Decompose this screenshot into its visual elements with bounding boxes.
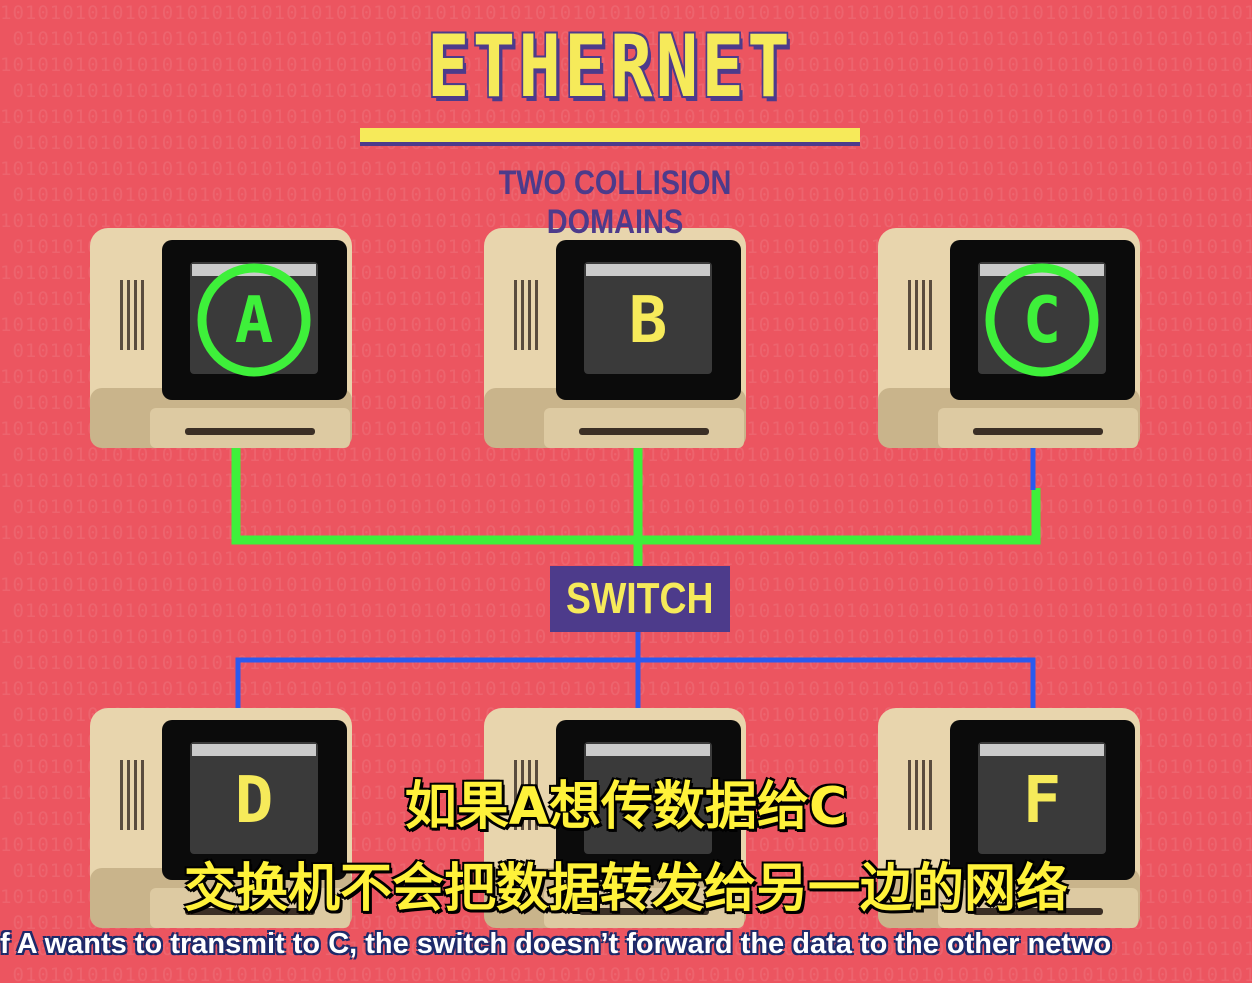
computer-label: F (1023, 764, 1062, 838)
computer-screen-glare (586, 744, 710, 756)
subtitle-en-line: If A wants to transmit to C, the switch … (0, 928, 1112, 960)
computer-label: D (235, 764, 274, 838)
computer-vent (908, 280, 911, 350)
computer-screen (190, 262, 318, 374)
computer-vent (922, 760, 925, 830)
computer-vent (535, 280, 538, 350)
computer-vent (535, 760, 538, 830)
title-wrap: ETHERNET (360, 22, 860, 112)
computer-d: D (90, 708, 352, 928)
computer-f: F (878, 708, 1140, 928)
page-title: ETHERNET (427, 17, 793, 117)
computer-label: B (629, 284, 668, 358)
computer-vent (915, 760, 918, 830)
subtitle-cn-line1: 如果A想传数据给C (404, 777, 848, 837)
computer-vent (528, 760, 531, 830)
computer-screen (584, 742, 712, 854)
computer-b: B (484, 228, 746, 448)
link-bottom-bus (235, 657, 1036, 720)
computer-drive-slot (973, 428, 1103, 435)
computer-drive-slot (185, 908, 315, 915)
computer-vent (915, 280, 918, 350)
computer-vent (141, 280, 144, 350)
computer-label: C (1023, 284, 1062, 358)
computer-drive-slot (579, 428, 709, 435)
switch-label: SWITCH (566, 574, 714, 623)
computer-screen (190, 742, 318, 854)
diagram-subtitle: TWO COLLISION DOMAINS (498, 164, 732, 241)
computer-drive-slot (973, 908, 1103, 915)
title-underline (360, 128, 860, 142)
computer-vent (521, 280, 524, 350)
computer-vent (908, 760, 911, 830)
highlight-ring (197, 263, 311, 377)
computer-vent (127, 760, 130, 830)
computer-screen-glare (586, 264, 710, 276)
computer-vent (929, 280, 932, 350)
computer-vent (134, 280, 137, 350)
network-links (231, 445, 1041, 720)
subtitle-cn-line2: 交换机不会把数据转发给另一边的网络 (183, 859, 1068, 919)
computer-screen (978, 742, 1106, 854)
highlight-ring (985, 263, 1099, 377)
computer-vent (929, 760, 932, 830)
computer-c: C (878, 228, 1140, 448)
computer-drive-slot (579, 908, 709, 915)
computer-drive-slot (185, 428, 315, 435)
computer-vent (521, 760, 524, 830)
computer-screen-glare (980, 744, 1104, 756)
computer-vent (514, 760, 517, 830)
computer-vent (922, 280, 925, 350)
switch-box: SWITCH (550, 566, 730, 632)
computer-vent (514, 280, 517, 350)
computer-vent (120, 760, 123, 830)
computer-label: A (235, 284, 274, 358)
computer-a: A (90, 228, 352, 448)
computer-vent (528, 280, 531, 350)
computer-vent (141, 760, 144, 830)
computer-vent (134, 760, 137, 830)
computer-vent (120, 280, 123, 350)
computer-screen (978, 262, 1106, 374)
computer-e (484, 708, 746, 928)
computers: A B C D F (90, 228, 1140, 928)
computer-screen-glare (192, 744, 316, 756)
computer-vent (127, 280, 130, 350)
computer-screen (584, 262, 712, 374)
